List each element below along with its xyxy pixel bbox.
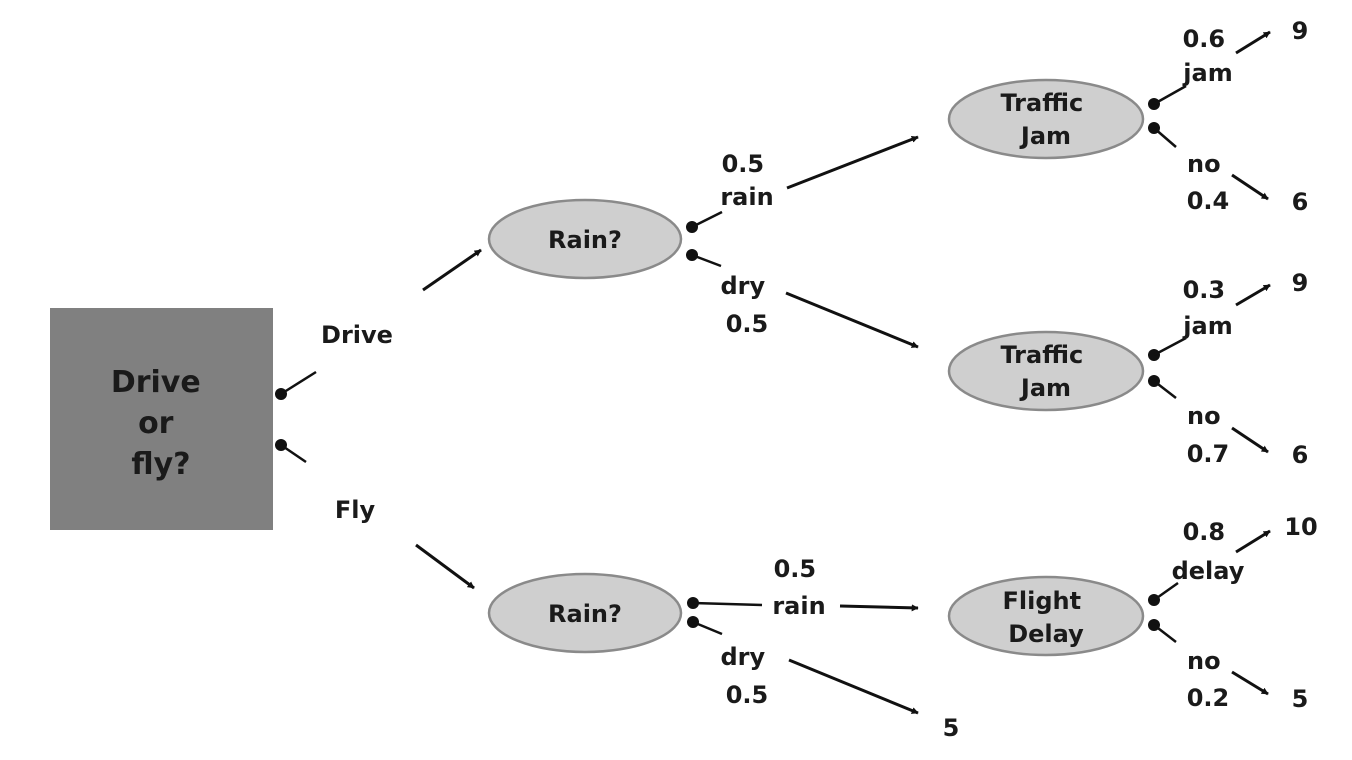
probability-label: 0.2 <box>1187 684 1230 712</box>
payoff-value: 9 <box>1292 269 1309 297</box>
branch-t2-no: no 0.7 6 <box>1148 375 1308 469</box>
branch-t1-jam: 0.6 jam 9 <box>1148 17 1308 110</box>
outcome-label: rain <box>720 183 773 211</box>
svg-text:0.5 rain: 0.5 rain <box>720 150 773 211</box>
probability-label: 0.4 <box>1187 187 1230 215</box>
outcome-label: dry <box>720 272 765 300</box>
branch-t1-no: no 0.4 6 <box>1148 122 1308 216</box>
payoff-value: 5 <box>943 714 960 742</box>
svg-text:Rain?: Rain? <box>548 226 622 254</box>
svg-text:Rain?: Rain? <box>548 600 622 628</box>
outcome-label: jam <box>1182 312 1232 340</box>
outcome-label: rain <box>772 592 825 620</box>
decision-node: Drive or fly? <box>50 308 273 530</box>
branch-fly-dry: dry 0.5 5 <box>687 616 959 742</box>
svg-text:Traffic Jam: Traffic Jam <box>1000 341 1091 402</box>
option-fly-label: Fly <box>335 496 376 524</box>
payoff-value: 5 <box>1292 685 1309 713</box>
outcome-label: no <box>1187 402 1221 430</box>
chance-node-rain-fly: Rain? <box>487 572 683 654</box>
svg-text:0.8 delay: 0.8 delay <box>1172 518 1245 585</box>
chance-node-traffic-jam-dry: Traffic Jam <box>947 330 1145 412</box>
outcome-label: delay <box>1172 557 1245 585</box>
svg-text:Traffic Jam: Traffic Jam <box>1000 89 1091 150</box>
outcome-label: no <box>1187 150 1221 178</box>
outcome-label: no <box>1187 647 1221 675</box>
branch-fd-delay: 0.8 delay 10 <box>1148 513 1318 606</box>
svg-text:dry 0.5: dry 0.5 <box>720 272 773 338</box>
svg-text:dry 0.5: dry 0.5 <box>720 643 773 709</box>
option-drive-label: Drive <box>321 321 393 349</box>
branch-t2-jam: 0.3 jam 9 <box>1148 269 1308 361</box>
svg-text:no 0.7: no 0.7 <box>1187 402 1230 468</box>
branch-fd-no: no 0.2 5 <box>1148 619 1308 713</box>
probability-label: 0.3 <box>1183 276 1226 304</box>
probability-label: 0.5 <box>722 150 765 178</box>
payoff-value: 6 <box>1292 441 1309 469</box>
branch-drive: Drive <box>275 248 482 400</box>
payoff-value: 6 <box>1292 188 1309 216</box>
svg-text:0.5 rain: 0.5 rain <box>772 555 825 620</box>
svg-text:no 0.2: no 0.2 <box>1187 647 1230 712</box>
svg-text:0.6 jam: 0.6 jam <box>1182 25 1233 87</box>
payoff-value: 9 <box>1292 17 1309 45</box>
branch-drive-rain: 0.5 rain <box>686 135 919 233</box>
probability-label: 0.6 <box>1183 25 1226 53</box>
chance-node-traffic-jam-rain: Traffic Jam <box>947 78 1145 160</box>
chance-node-rain-drive: Rain? <box>487 198 683 280</box>
decision-label: Drive or fly? <box>111 365 211 482</box>
outcome-label: jam <box>1182 59 1232 87</box>
probability-label: 0.5 <box>726 681 769 709</box>
probability-label: 0.5 <box>726 310 769 338</box>
svg-text:0.3 jam: 0.3 jam <box>1182 276 1233 340</box>
probability-label: 0.7 <box>1187 440 1230 468</box>
outcome-label: dry <box>720 643 765 671</box>
chance-node-flight-delay: Flight Delay <box>947 575 1145 657</box>
svg-text:no 0.4: no 0.4 <box>1187 150 1230 215</box>
branch-drive-dry: dry 0.5 <box>686 249 919 349</box>
branch-fly-rain: 0.5 rain <box>687 555 919 620</box>
probability-label: 0.8 <box>1183 518 1226 546</box>
svg-text:Flight Delay: Flight Delay <box>1003 587 1090 648</box>
probability-label: 0.5 <box>774 555 817 583</box>
payoff-value: 10 <box>1284 513 1317 541</box>
branch-fly: Fly <box>275 439 475 590</box>
